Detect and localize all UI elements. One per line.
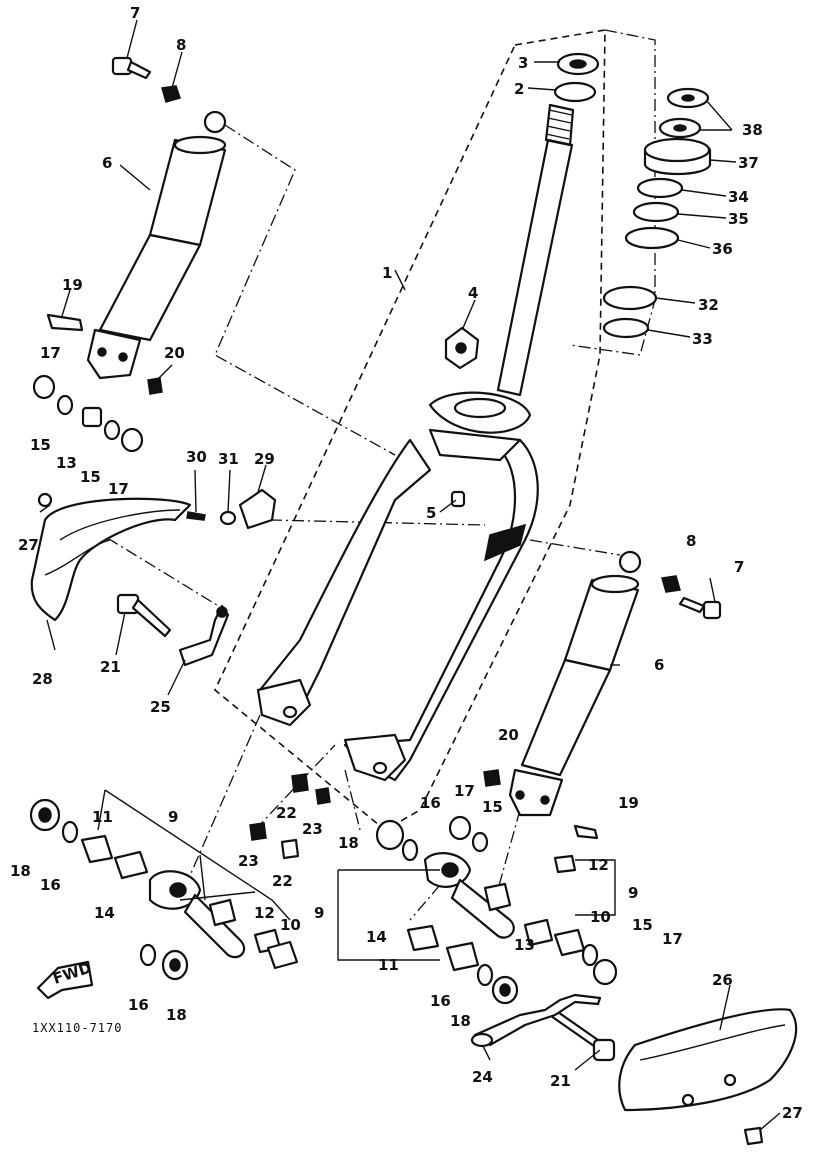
nut-4 [444, 326, 480, 370]
clamp-29 [238, 488, 277, 530]
callout-7-right: 7 [734, 558, 744, 576]
right-shock-hardware [448, 769, 599, 853]
callout-32: 32 [698, 296, 719, 314]
callout-10-right: 10 [590, 908, 611, 926]
callout-14-right: 14 [366, 928, 387, 946]
callout-16-left-b: 16 [128, 996, 149, 1014]
callout-8-right: 8 [686, 532, 696, 550]
steering-stem [256, 103, 575, 782]
callout-labels: 7 8 3 2 38 6 37 34 35 36 1 19 4 32 33 17… [10, 4, 803, 1122]
callout-3: 3 [518, 54, 528, 72]
callout-17-left-b: 17 [108, 480, 129, 498]
callout-28: 28 [32, 670, 53, 688]
right-cover-26 [618, 1008, 798, 1146]
nut-8-right [661, 575, 681, 593]
bearing-stack [602, 87, 712, 339]
callout-12-left: 12 [254, 904, 275, 922]
callout-9-left: 9 [168, 808, 178, 826]
callout-35: 35 [728, 210, 749, 228]
left-pivot-assembly [29, 773, 331, 981]
callout-6-left: 6 [102, 154, 112, 172]
callout-17-right-b: 17 [662, 930, 683, 948]
callout-16-left-top: 16 [40, 876, 61, 894]
callout-15-left-a: 15 [30, 436, 51, 454]
callout-18-right-top: 18 [338, 834, 359, 852]
callout-24: 24 [472, 1068, 493, 1086]
cable-guide-25 [178, 604, 230, 667]
callout-10-left: 10 [280, 916, 301, 934]
callout-5: 5 [426, 504, 436, 522]
callout-19-right: 19 [618, 794, 639, 812]
assembly-boundary [214, 29, 606, 831]
part-code: 1XX110-7170 [32, 1021, 122, 1035]
callout-4: 4 [468, 284, 478, 302]
bolt-7-left [111, 56, 152, 80]
right-pivot-assembly [337, 819, 618, 1005]
stem-thread [544, 103, 575, 147]
callout-21-right: 21 [550, 1072, 571, 1090]
callout-21-left: 21 [100, 658, 121, 676]
callout-31: 31 [218, 450, 239, 468]
left-cover-28 [30, 492, 192, 622]
callout-1: 1 [382, 264, 392, 282]
callout-18-left-b: 18 [166, 1006, 187, 1024]
callout-2: 2 [514, 80, 524, 98]
left-shock-hardware [32, 313, 163, 453]
callout-37: 37 [738, 154, 759, 172]
callout-17-left-top: 17 [40, 344, 61, 362]
callout-6-right: 6 [654, 656, 664, 674]
callout-33: 33 [692, 330, 713, 348]
callout-15-right-top: 15 [482, 798, 503, 816]
callout-9-mid: 9 [314, 904, 324, 922]
callout-15-left-b: 15 [80, 468, 101, 486]
callout-16-right-b: 16 [430, 992, 451, 1010]
callout-38: 38 [742, 121, 763, 139]
cable-guide-24 [470, 993, 602, 1048]
callout-17-right-top: 17 [454, 782, 475, 800]
callout-20-right: 20 [498, 726, 519, 744]
callout-20-left: 20 [164, 344, 185, 362]
right-shock-absorber [508, 550, 642, 817]
callout-7: 7 [130, 4, 140, 22]
callout-25: 25 [150, 698, 171, 716]
callout-15-right-b: 15 [632, 916, 653, 934]
axle-21-right [549, 1008, 616, 1062]
bolt-7-right [678, 596, 722, 620]
axle-21-left [116, 593, 172, 638]
callout-23-left: 23 [238, 852, 259, 870]
callout-18-left-top: 18 [10, 862, 31, 880]
callout-11-right: 11 [378, 956, 399, 974]
left-shock-absorber [86, 110, 227, 380]
callout-29: 29 [254, 450, 275, 468]
callout-12-right: 12 [588, 856, 609, 874]
screw-30 [186, 511, 206, 521]
callout-27-left: 27 [18, 536, 39, 554]
callout-9-right: 9 [628, 884, 638, 902]
callout-36: 36 [712, 240, 733, 258]
stem-nut-washers [553, 52, 600, 103]
callout-14-left: 14 [94, 904, 115, 922]
callout-11-left: 11 [92, 808, 113, 826]
callout-22-bottom: 22 [272, 872, 293, 890]
leader-lines [39, 19, 781, 1131]
callout-23-right: 23 [302, 820, 323, 838]
callout-18-right-b: 18 [450, 1012, 471, 1030]
callout-27-right: 27 [782, 1104, 803, 1122]
callout-13-left: 13 [56, 454, 77, 472]
callout-13-right: 13 [514, 936, 535, 954]
callout-22-top: 22 [276, 804, 297, 822]
nut-8-left [161, 85, 181, 103]
callout-30: 30 [186, 448, 207, 466]
front-direction-mark: FWD [36, 959, 94, 1000]
callout-26: 26 [712, 971, 733, 989]
pin-5 [450, 490, 466, 508]
callout-19-left: 19 [62, 276, 83, 294]
callout-16-right-top: 16 [420, 794, 441, 812]
callout-34: 34 [728, 188, 749, 206]
callout-8: 8 [176, 36, 186, 54]
washer-31 [219, 510, 237, 526]
